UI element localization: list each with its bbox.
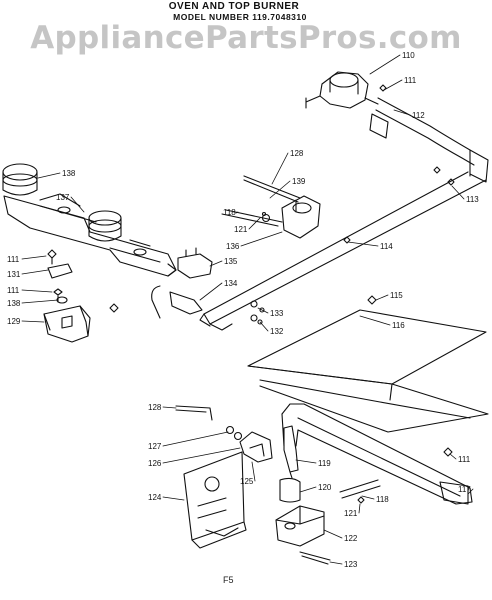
- leader-line-p121a: [248, 217, 261, 230]
- part-label-p128a: 128: [290, 149, 304, 158]
- leader-line-p136: [240, 231, 283, 247]
- part-label-p120: 120: [318, 483, 332, 492]
- part-label-p137: 137: [56, 193, 70, 202]
- leader-line-p138a: [37, 172, 61, 179]
- leader-line-p125: [251, 461, 256, 482]
- part-label-p115: 115: [390, 291, 403, 300]
- part-label-p128b: 128: [148, 403, 162, 412]
- part-label-p121a: 121: [234, 225, 248, 234]
- part-label-p111b: 111: [7, 255, 20, 264]
- oven-gas-valve: [275, 505, 331, 565]
- part-label-p132: 132: [270, 327, 284, 336]
- part-label-p138b: 138: [7, 299, 21, 308]
- part-label-p111c: 111: [7, 286, 20, 295]
- top-burner-assembly: [2, 163, 177, 277]
- leader-line-p111d: [449, 453, 457, 460]
- leader-lines: [21, 54, 474, 565]
- part-label-p119: 119: [318, 459, 331, 468]
- leader-line-p118b: [361, 495, 375, 500]
- burner-rail: [199, 171, 487, 331]
- leader-line-p111a: [383, 79, 403, 91]
- leader-line-p129: [21, 320, 45, 323]
- part-label-p111a: 111: [404, 76, 417, 85]
- leader-line-p110: [369, 54, 401, 75]
- leader-line-p118a: [235, 211, 239, 214]
- part-label-p110: 110: [402, 51, 415, 60]
- watermark-text: AppliancePartsPros.com: [30, 20, 462, 56]
- leader-line-p124: [162, 496, 185, 501]
- leader-line-p137: [70, 196, 85, 213]
- part-label-p117: 117: [458, 485, 471, 494]
- part-label-p135: 135: [224, 257, 238, 266]
- leader-line-p111b: [21, 255, 47, 260]
- part-label-p138a: 138: [62, 169, 76, 178]
- leader-line-p126: [162, 447, 241, 464]
- leader-line-p133: [257, 307, 269, 314]
- leader-line-p122: [323, 529, 343, 539]
- part-label-p136: 136: [226, 242, 240, 251]
- leader-line-p138b: [21, 299, 59, 304]
- leader-line-p117: [467, 488, 474, 495]
- part-label-p123: 123: [344, 560, 358, 569]
- leader-line-p132: [259, 321, 269, 332]
- part-label-p133: 133: [270, 309, 284, 318]
- screws: [250, 84, 455, 504]
- part-label-p113: 113: [466, 195, 479, 204]
- part-label-p118b: 118: [376, 495, 389, 504]
- part-label-p139: 139: [292, 177, 306, 186]
- part-label-p112: 112: [412, 111, 425, 120]
- part-labels: 110 111 112 113 128 139 118 121 136 138 137 114 111 1…: [7, 51, 479, 569]
- leader-line-p121b: [358, 503, 361, 514]
- leader-line-p128b: [162, 406, 177, 409]
- part-label-p118a: 118: [223, 208, 236, 217]
- left-small-parts: [43, 249, 119, 343]
- part-label-p129: 129: [7, 317, 21, 326]
- leader-line-p123: [329, 561, 343, 565]
- leader-line-p115: [375, 294, 389, 301]
- oven-valve-assembly: [151, 175, 321, 319]
- part-label-p121b: 121: [344, 509, 358, 518]
- oven-valve-parts: [175, 405, 381, 503]
- part-label-p116: 116: [392, 321, 405, 330]
- leader-line-p135: [209, 260, 223, 267]
- leader-line-p131: [21, 269, 49, 275]
- page-code: F5: [223, 575, 234, 585]
- leader-line-p119: [295, 459, 317, 464]
- leader-line-p139: [269, 180, 291, 199]
- leader-line-p134: [199, 282, 223, 301]
- part-label-p122: 122: [344, 534, 358, 543]
- leader-line-p113: [451, 185, 465, 200]
- manifold-pipe: [369, 97, 489, 183]
- diagram-title: OVEN AND TOP BURNER: [168, 1, 300, 12]
- part-label-p134: 134: [224, 279, 238, 288]
- leader-line-p116: [359, 315, 391, 326]
- model-number: MODEL NUMBER 119.7048310: [173, 12, 307, 22]
- part-label-p131: 131: [7, 270, 21, 279]
- part-label-p125: 125: [240, 477, 254, 486]
- gas-regulator: [305, 71, 379, 109]
- leader-line-p114: [347, 241, 379, 247]
- part-label-p126: 126: [148, 459, 162, 468]
- part-label-p124: 124: [148, 493, 162, 502]
- oven-burner-tube: [281, 403, 473, 505]
- leader-line-p128a: [271, 152, 289, 185]
- burner-baffle: [247, 309, 489, 433]
- part-label-p114: 114: [380, 242, 393, 251]
- mounting-bracket: [183, 451, 247, 549]
- leader-line-p111c: [21, 289, 53, 293]
- part-label-p127: 127: [148, 442, 162, 451]
- leader-line-p112: [393, 109, 411, 116]
- leader-line-p127: [162, 431, 229, 447]
- part-label-p111d: 111: [458, 455, 471, 464]
- leader-line-p120: [299, 486, 317, 493]
